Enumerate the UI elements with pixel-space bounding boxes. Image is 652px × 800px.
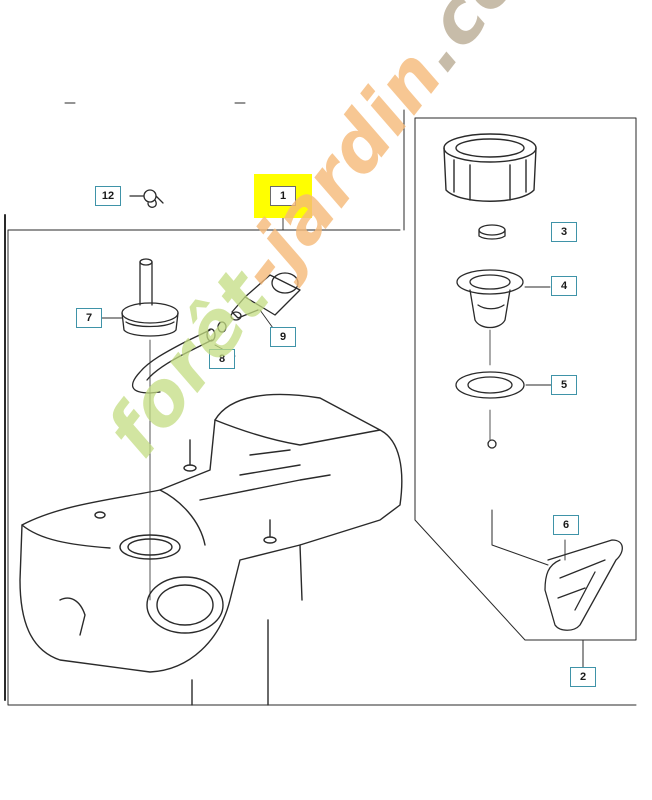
callout-1-label: 1	[270, 186, 296, 206]
part-6-strainer	[487, 329, 623, 631]
part-3-cap-seal	[478, 224, 506, 240]
callout-4: 4	[551, 276, 577, 296]
callout-6-label: 6	[562, 519, 570, 531]
assembly-frame	[7, 229, 637, 706]
callout-4-label: 4	[560, 280, 568, 292]
callout-3-label: 3	[560, 226, 568, 238]
cap-subassembly-frame	[414, 117, 637, 641]
part-8-fuel-hose	[131, 321, 227, 394]
callout-12: 12	[95, 186, 121, 206]
callout-6: 6	[553, 515, 579, 535]
callout-3: 3	[551, 222, 577, 242]
part-7-filler-pipe	[121, 258, 179, 601]
callout-2: 2	[570, 667, 596, 687]
fuel-tank	[19, 393, 403, 706]
leader-lines	[101, 217, 566, 561]
callout-7-label: 7	[85, 312, 93, 324]
part-9-fuel-filter	[230, 272, 301, 321]
callout-2-label: 2	[579, 671, 587, 683]
fuel-cap	[443, 133, 537, 202]
part-12-clamp	[129, 189, 164, 208]
callout-9: 9	[270, 327, 296, 347]
callout-5: 5	[551, 375, 577, 395]
callout-7: 7	[76, 308, 102, 328]
part-4-cap-retainer	[456, 269, 524, 329]
callout-5-label: 5	[560, 379, 568, 391]
callout-1: 1	[254, 174, 312, 218]
callout-8-label: 8	[218, 353, 226, 365]
callout-12-label: 12	[101, 190, 115, 202]
part-5-gasket	[455, 371, 525, 399]
callout-8: 8	[209, 349, 235, 369]
callout-9-label: 9	[279, 331, 287, 343]
